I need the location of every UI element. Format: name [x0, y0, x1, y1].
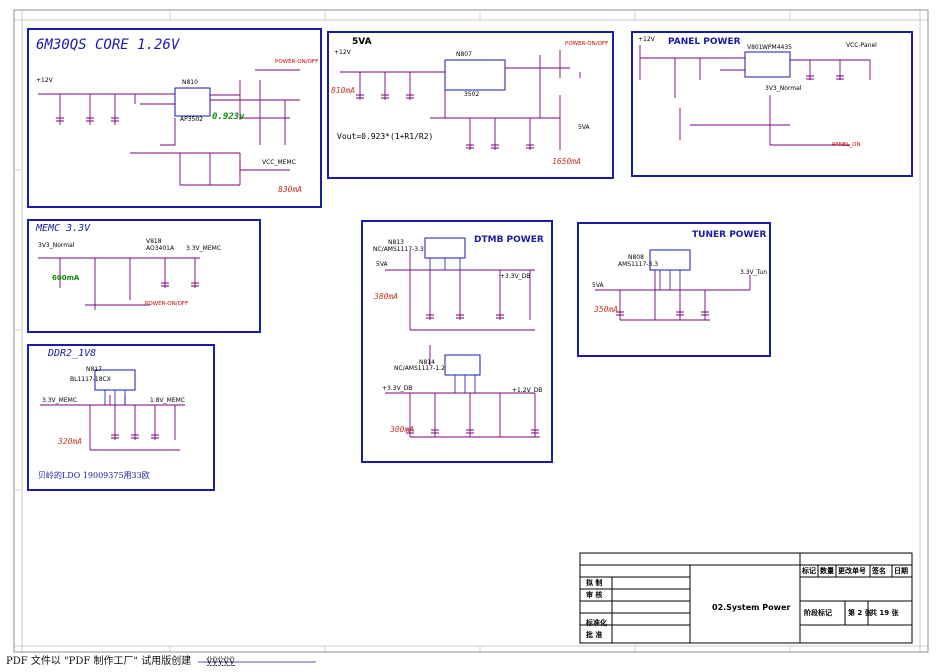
tuner-output-net: 3.3V_Tun [740, 269, 768, 276]
panel-ic-ref: V801 [747, 44, 763, 51]
panel-ctrl-net: PANEL_ON [832, 142, 861, 148]
tb-standardized: 标准化 [586, 619, 607, 627]
core-ctrl-net: POWER-ON/OFF [275, 59, 319, 65]
tb-header-date: 日期 [894, 567, 908, 575]
core-current: 830mA [278, 185, 303, 194]
tb-drawing-title: 02.System Power [712, 603, 791, 612]
dtmb-ic1-part: NC/AMS1117-3.3 [373, 246, 424, 253]
memc-vin: 3V3_Normal [38, 242, 75, 249]
5va-current-in: 810mA [331, 86, 356, 95]
ddr-block-title: DDR2_1V8 [48, 348, 97, 359]
5va-ic-part: 3502 [464, 91, 480, 98]
tb-stage: 阶段标记 [804, 609, 832, 617]
pdf-footer-text: PDF 文件以 "PDF 制作工厂" 试用版创建 [6, 656, 192, 667]
dtmb-current2: 300mA [390, 425, 415, 434]
core-output-net: VCC_MEMC [262, 159, 296, 166]
memc-ic-ref: V818 [146, 238, 162, 245]
tuner-vin: 5VA [592, 282, 604, 289]
memc-ctrl-net: POWER-ON/OFF [145, 301, 189, 307]
core-voltage: 0.923v [212, 112, 245, 122]
ddr-output-net: 1.8V_MEMC [150, 397, 185, 404]
tuner-current: 350mA [594, 305, 619, 314]
5va-block-title: 5VA [352, 37, 372, 47]
5va-vin: +12V [334, 49, 351, 56]
ddr-ic-ref: N817 [86, 366, 102, 373]
memc-current: 600mA [52, 274, 80, 282]
dtmb-ic2-ref: N814 [419, 359, 435, 366]
5va-current-out: 1650mA [552, 157, 581, 166]
tb-header-mark: 标记 [802, 567, 816, 575]
pdf-footer: PDF 文件以 "PDF 制作工厂" 试用版创建 ÿÿÿÿÿ [6, 652, 235, 667]
ddr-current: 320mA [58, 437, 83, 446]
tb-header-qty: 数量 [820, 567, 834, 575]
tb-header-change: 更改单号 [838, 567, 866, 575]
5va-ic-ref: N807 [456, 51, 472, 58]
panel-normal-net: 3V3_Normal [765, 85, 802, 92]
tuner-ic-part: AMS1117-3.3 [618, 261, 659, 268]
5va-formula: Vout=0.923*(1+R1/R2) [337, 132, 434, 141]
tuner-block-title: TUNER POWER [692, 230, 767, 240]
panel-output-net: VCC-Panel [846, 42, 877, 49]
panel-block-title: PANEL POWER [668, 37, 741, 47]
ddr-ic-part: BL1117-18CX [70, 376, 111, 383]
dtmb-ic1-ref: N813 [388, 239, 404, 246]
5va-output-net: 5VA [578, 124, 590, 131]
dtmb-output1-net: +3.3V_DB [500, 273, 531, 280]
tb-header-sign: 签名 [872, 567, 886, 575]
ddr-note: 贝岭的LDO 19009375用33欧 [38, 471, 150, 480]
dtmb-block-title: DTMB POWER [474, 235, 544, 245]
dtmb-vin2: +3.3V_DB [382, 385, 413, 392]
pdf-footer-link[interactable]: ÿÿÿÿÿ [206, 656, 235, 667]
ddr-vin: 3.3V_MEMC [42, 397, 77, 404]
tuner-ic-ref: N808 [628, 254, 644, 261]
tb-reviewed: 审 核 [586, 591, 603, 599]
memc-ic-part: AO3401A [146, 245, 175, 252]
dtmb-output2-net: +1.2V_DB [512, 387, 543, 394]
memc-output-net: 3.3V_MEMC [186, 245, 221, 252]
core-ic-part: AP3502 [180, 116, 203, 123]
core-block-title: 6M30QS CORE 1.26V [36, 37, 180, 53]
core-ic-ref: N810 [182, 79, 198, 86]
tb-approved: 批 准 [586, 631, 603, 639]
dtmb-ic2-part: NC/AMS1117-1.2 [394, 365, 445, 372]
tb-sheet-no: 第 2 张 [848, 609, 872, 617]
core-vin: +12V [36, 77, 53, 84]
tb-sheet-total: 共 19 张 [870, 609, 899, 617]
panel-ic-part: WPM4435 [762, 44, 792, 51]
dtmb-current1: 380mA [374, 292, 399, 301]
memc-block-title: MEMC 3.3V [36, 223, 91, 234]
panel-vin: +12V [638, 36, 655, 43]
5va-ctrl-net: POWER-ON/OFF [565, 41, 609, 47]
tb-drafted: 拟 制 [586, 579, 603, 587]
dtmb-vin: 5VA [376, 261, 388, 268]
